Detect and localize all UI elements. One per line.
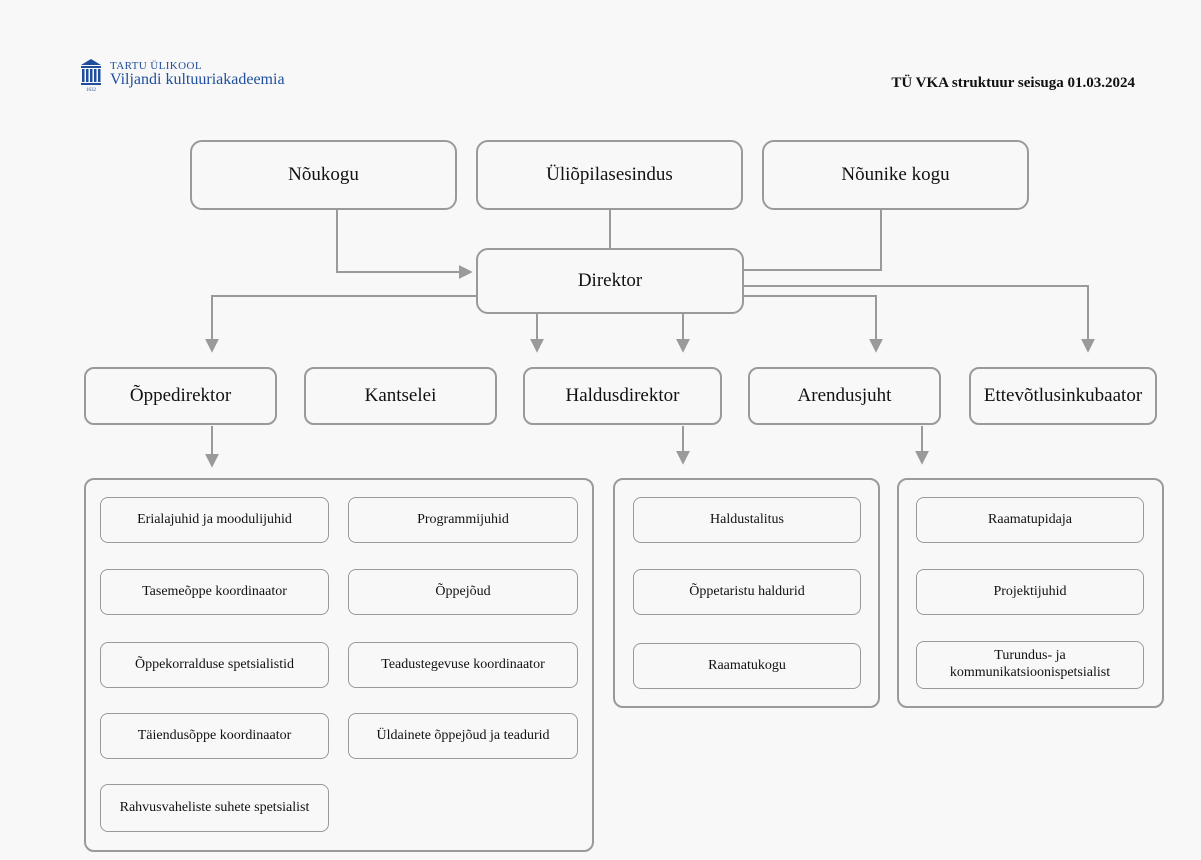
university-logo: 1632 TARTU ÜLIKOOL Viljandi kultuuriakad… (80, 58, 285, 92)
box-uliopilasesindus: Üliõpilasesindus (476, 140, 743, 210)
box-noukogu: Nõukogu (190, 140, 457, 210)
box-turundus-spetsialist: Turundus- ja kommunikatsioonispetsialist (916, 641, 1144, 689)
building-icon: 1632 (81, 59, 101, 92)
box-teadustegevuse-koordinaator: Teadustegevuse koordinaator (348, 642, 578, 688)
box-ettevotlusinkubaator: Ettevõtlusinkubaator (969, 367, 1157, 425)
logo-line2: Viljandi kultuuriakadeemia (110, 71, 285, 89)
logo-year: 1632 (86, 88, 97, 92)
box-oppedirektor: Õppedirektor (84, 367, 277, 425)
box-nounike-kogu: Nõunike kogu (762, 140, 1029, 210)
box-tasemeoppe-koordinaator: Tasemeõppe koordinaator (100, 569, 329, 615)
box-raamatukogu: Raamatukogu (633, 643, 861, 689)
box-direktor: Direktor (476, 248, 744, 314)
box-taiendusoppe-koordinaator: Täiendusõppe koordinaator (100, 713, 329, 759)
connector-inkubaator (744, 285, 1095, 353)
connector-oppedirektor (205, 295, 476, 353)
page-title: TÜ VKA struktuur seisuga 01.03.2024 (891, 75, 1135, 91)
box-uldainete-oppejoud: Üldainete õppejõud ja teadurid (348, 713, 578, 759)
connector-noukogu (336, 210, 473, 279)
box-haldusdirektor: Haldusdirektor (523, 367, 722, 425)
connector-arendusjuht (744, 295, 883, 353)
box-oppekorralduse-spetsialistid: Õppekorralduse spetsialistid (100, 642, 329, 688)
box-haldustalitus: Haldustalitus (633, 497, 861, 543)
box-programmijuhid: Programmijuhid (348, 497, 578, 543)
box-oppetaristu-haldurid: Õppetaristu haldurid (633, 569, 861, 615)
box-oppejoud: Õppejõud (348, 569, 578, 615)
box-rahvusvaheliste-suhete: Rahvusvaheliste suhete spetsialist (100, 784, 329, 832)
box-projektijuhid: Projektijuhid (916, 569, 1144, 615)
box-raamatupidaja: Raamatupidaja (916, 497, 1144, 543)
connector-nounike-kogu (744, 210, 882, 271)
box-arendusjuht: Arendusjuht (748, 367, 941, 425)
logo-line1: TARTU ÜLIKOOL (110, 59, 202, 72)
box-kantselei: Kantselei (304, 367, 497, 425)
box-erialajuhid: Erialajuhid ja moodulijuhid (100, 497, 329, 543)
